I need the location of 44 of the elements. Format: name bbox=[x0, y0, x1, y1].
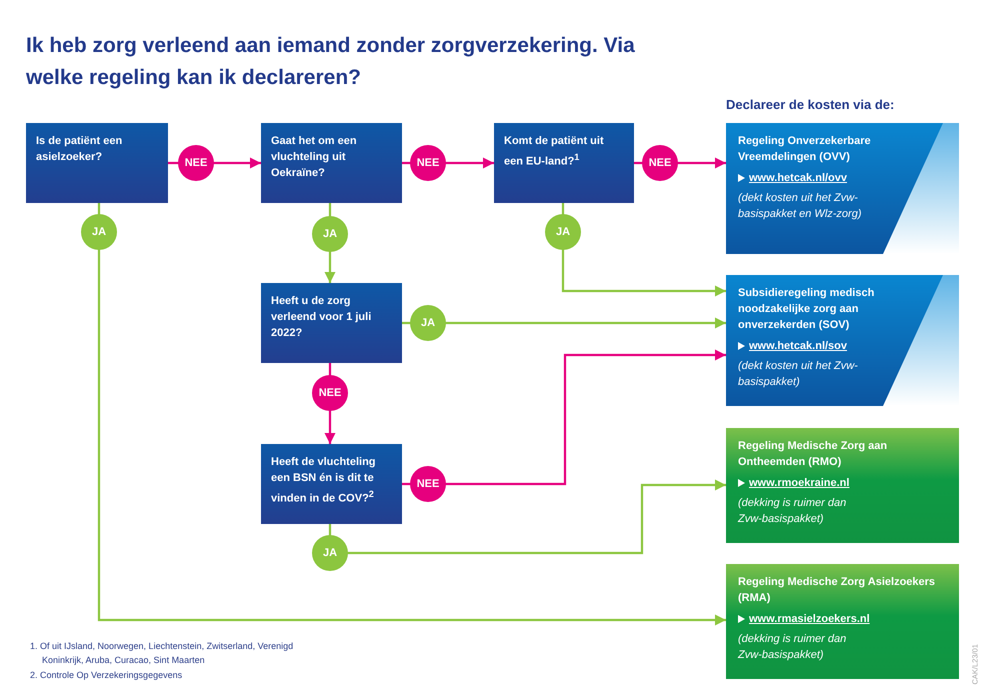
question-box bbox=[261, 444, 402, 524]
connector-arrow bbox=[328, 480, 726, 554]
edge-label: NEE bbox=[642, 145, 678, 181]
scheme-title: Subsidieregeling medisch noodzakelijke zorg aan onverzekerden (SOV) bbox=[738, 286, 876, 333]
question-box bbox=[261, 123, 402, 203]
edge-label: JA bbox=[312, 216, 348, 252]
scheme-title: Regeling Medische Zorg aan Ontheemden (RMO) bbox=[738, 439, 888, 470]
footnote: 1. Of uit IJsland, Noorwegen, Liechtenstein, Zwitserland, Verenigd Koninkrijk, Aruba, Curacao, Sint Maarten bbox=[30, 640, 294, 667]
question-text: Heeft de vluchteling een BSN én is dit te vinden in de COV?$^{2}$ bbox=[271, 455, 377, 507]
scheme-box bbox=[726, 123, 959, 254]
question-text: Is de patiënt een asielzoeker? bbox=[36, 134, 124, 165]
title: Ik heb zorg verleend aan iemand zonder zorgverzekering. Via welke regeling kan ik declareren? bbox=[26, 33, 636, 91]
edge-label: JA bbox=[410, 305, 446, 341]
website-link: www.hetcak.nl/ovv bbox=[749, 172, 848, 184]
edge-label: JA bbox=[312, 535, 348, 571]
column-heading: Declareer de kosten via de: bbox=[726, 97, 894, 112]
edge-label: NEE bbox=[178, 145, 214, 181]
connector-arrow bbox=[98, 203, 726, 626]
website-link: www.rmoekraine.nl bbox=[749, 477, 850, 489]
scheme-box bbox=[726, 564, 959, 679]
coverage-note: (dekking is ruimer dan Zvw-basispakket) bbox=[738, 632, 848, 663]
question-box bbox=[261, 283, 402, 363]
question-text: Gaat het om een vluchteling uit Oekraïne? bbox=[271, 134, 358, 181]
coverage-note: (dekt kosten uit het Zvw-basispakket en Wlz-zorg) bbox=[738, 191, 862, 222]
connector-arrow bbox=[402, 350, 726, 486]
question-box bbox=[494, 123, 634, 203]
website-link: www.hetcak.nl/sov bbox=[749, 340, 848, 352]
edge-label: JA bbox=[545, 214, 581, 250]
website-link: www.rmasielzoekers.nl bbox=[749, 613, 870, 625]
connector-arrow bbox=[402, 318, 726, 328]
coverage-note: (dekking is ruimer dan Zvw-basispakket) bbox=[738, 496, 848, 527]
edge-label: NEE bbox=[410, 466, 446, 502]
coverage-note: (dekt kosten uit het Zvw-basispakket) bbox=[738, 359, 859, 390]
question-box bbox=[26, 123, 168, 203]
scheme-title: Regeling Medische Zorg Asielzoekers (RMA) bbox=[738, 575, 936, 606]
scheme-title: Regeling Onverzekerbare Vreemdelingen (OVV) bbox=[738, 134, 872, 165]
question-text: Heeft u de zorg verleend voor 1 juli 2022? bbox=[271, 294, 372, 341]
edge-label: NEE bbox=[410, 145, 446, 181]
scheme-box bbox=[726, 428, 959, 543]
question-text: Komt de patiënt uit een EU-land?$^{1}$ bbox=[504, 134, 605, 170]
edge-label: NEE bbox=[312, 375, 348, 411]
scheme-box bbox=[726, 275, 959, 406]
footnote: 2. Controle Op Verzekeringsgegevens bbox=[30, 669, 184, 682]
edge-label: JA bbox=[81, 214, 117, 250]
